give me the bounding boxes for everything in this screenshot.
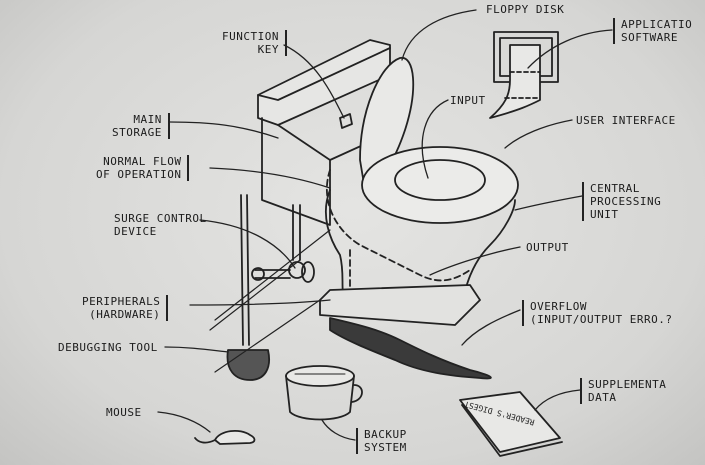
label-arrows [157,9,613,441]
label-line: DEVICE [114,225,157,238]
label-line: APPLICATIO [621,18,693,31]
toilet-bowl [319,146,519,326]
magazine [459,391,563,457]
label-line: PROCESSING [590,195,662,208]
label-line: DATA [588,391,617,404]
label-line: INPUT [450,94,486,107]
label-mouse: MOUSE [100,406,142,419]
label-line: BACKUP [364,428,407,441]
label-floppy-disk: FLOPPY DISK [480,3,564,16]
mouse-drawing [194,429,256,445]
label-output: OUTPUT [520,241,569,254]
label-line: CENTRAL [590,182,640,195]
label-line: OF OPERATION [96,168,182,181]
label-line: USER INTERFACE [576,114,676,127]
label-peripherals: PERIPHERALS(HARDWARE) [82,295,169,321]
label-line: SYSTEM [364,441,407,454]
label-line: MAIN [133,113,162,126]
label-line: (INPUT/OUTPUT ERRO.? [530,313,673,326]
label-line: NORMAL FLOW [103,155,182,168]
flow-path [325,169,471,291]
label-line: SUPPLEMENTA [588,378,667,391]
label-line: FUNCTION [222,30,279,43]
label-line: MOUSE [106,406,142,419]
label-user-interface: USER INTERFACE [570,114,676,127]
label-input: INPUT [444,94,486,107]
label-line: KEY [257,43,279,56]
supply-pipe [251,204,315,283]
overflow-puddle [329,317,492,380]
plunger [226,194,270,381]
label-line: (HARDWARE) [89,308,161,321]
toilet-paper-roll [489,31,559,119]
label-line: SURGE CONTROL [114,212,207,225]
backup-bucket [285,365,363,421]
label-line: PERIPHERALS [82,295,161,308]
label-debugging-tool: DEBUGGING TOOL [52,341,158,354]
flush-lever [339,113,353,129]
label-line: STORAGE [112,126,162,139]
label-line: OVERFLOW [530,300,587,313]
label-overflow: OVERFLOW(INPUT/OUTPUT ERRO.? [522,300,672,326]
label-line: FLOPPY DISK [486,3,565,16]
label-line: OUTPUT [526,241,569,254]
label-line: DEBUGGING TOOL [58,341,158,354]
label-line: SOFTWARE [621,31,678,44]
label-line: UNIT [590,208,619,221]
